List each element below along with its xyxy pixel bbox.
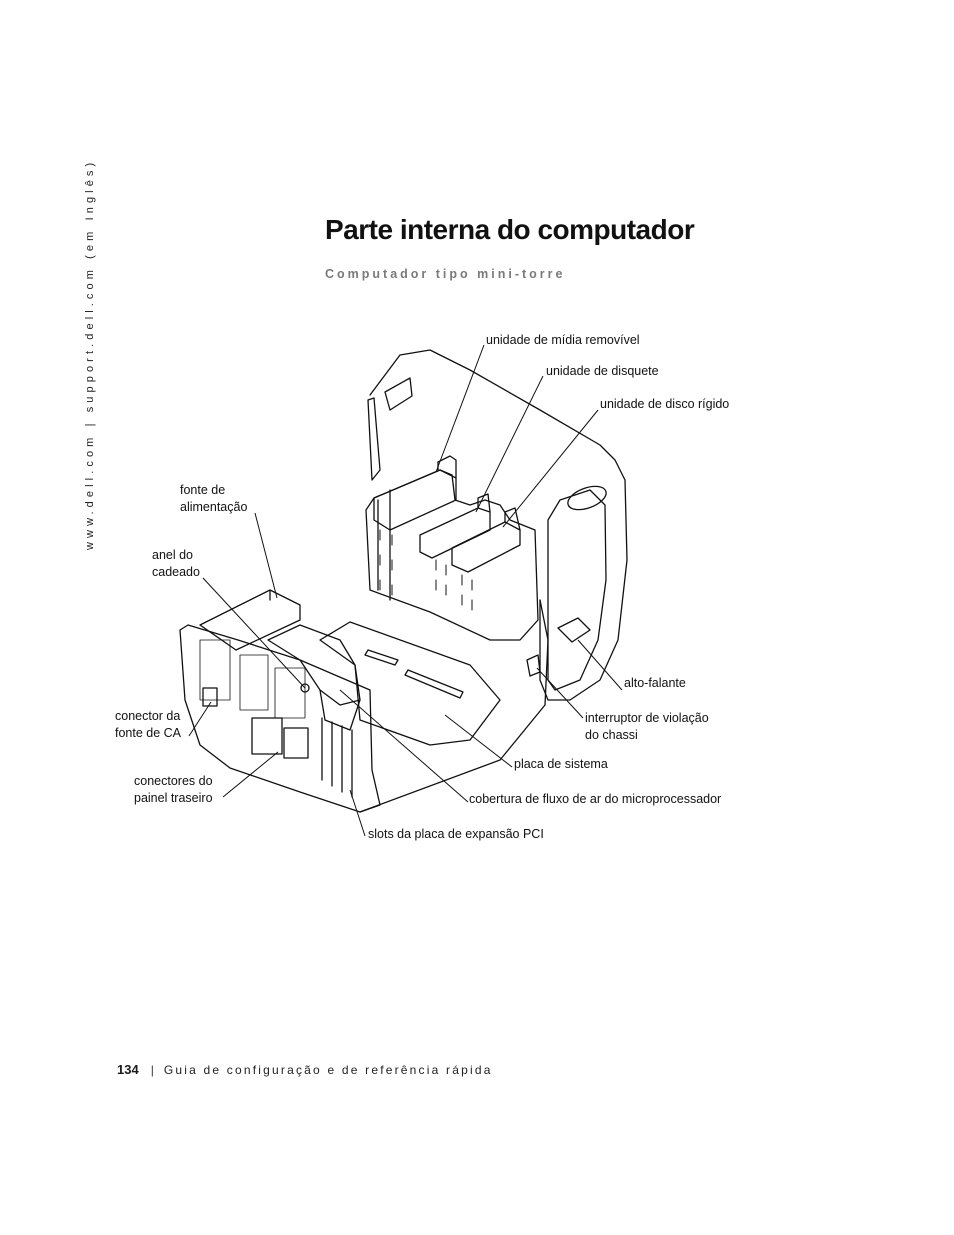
footer-separator: | xyxy=(150,1063,154,1077)
padlock-ring xyxy=(300,683,310,693)
leader-system-board xyxy=(444,714,513,768)
guide-title: Guia de configuração e de referência ráp… xyxy=(163,1063,493,1077)
leader-ac xyxy=(188,701,212,737)
leader-back-panel xyxy=(222,751,279,798)
cover-handle xyxy=(567,485,607,511)
label-padlock-ring: anel do cadeado xyxy=(152,548,200,579)
label-removable-media: unidade de mídia removível xyxy=(486,333,640,347)
label-ac-connector: conector da fonte de CA xyxy=(115,709,182,740)
label-speaker: alto-falante xyxy=(624,676,686,690)
leader-removable-media xyxy=(435,344,485,473)
latch-handle xyxy=(384,377,413,411)
side-cover xyxy=(369,349,628,701)
chassis-bottom xyxy=(359,599,549,813)
power-supply xyxy=(199,589,301,651)
label-intrusion-switch: interruptor de violação do chassi xyxy=(585,711,709,742)
floppy-drive xyxy=(419,507,491,559)
label-back-panel-connectors: conectores do painel traseiro xyxy=(134,774,213,805)
page-number: 134 xyxy=(117,1062,139,1077)
label-power-supply: fonte de alimentação xyxy=(180,483,248,514)
leader-intrusion xyxy=(536,667,584,719)
pci-slots xyxy=(321,717,353,798)
section-subtitle: Computador tipo mini-torre xyxy=(325,267,566,281)
airflow-shroud xyxy=(267,624,361,706)
leader-speaker xyxy=(577,639,623,691)
label-system-board: placa de sistema xyxy=(514,757,608,771)
side-cover-inner xyxy=(547,489,607,691)
label-airflow-shroud: cobertura de fluxo de ar do microprocess… xyxy=(469,792,722,806)
leader-power-supply xyxy=(254,512,278,599)
leader-padlock xyxy=(202,577,306,689)
top-latch xyxy=(367,397,381,481)
leader-floppy xyxy=(475,375,544,513)
system-board xyxy=(319,621,501,746)
intrusion-switch xyxy=(526,654,541,677)
page-title: Parte interna do computador xyxy=(325,214,695,245)
back-panel-connectors xyxy=(251,717,283,755)
leader-pci xyxy=(349,789,366,837)
ac-connector xyxy=(202,687,218,707)
removable-media-drive xyxy=(373,469,457,531)
leader-airflow xyxy=(339,689,469,803)
label-floppy-drive: unidade de disquete xyxy=(546,364,659,378)
label-hard-drive: unidade de disco rígido xyxy=(600,397,730,411)
hard-disk-drive xyxy=(451,521,521,573)
rear-vent xyxy=(199,639,231,701)
page-footer: 134 | Guia de configuração e de referência… xyxy=(117,1062,493,1077)
speaker xyxy=(557,617,591,643)
label-pci-slots: slots da placa de expansão PCI xyxy=(368,827,544,841)
leader-hard-drive xyxy=(502,409,599,528)
